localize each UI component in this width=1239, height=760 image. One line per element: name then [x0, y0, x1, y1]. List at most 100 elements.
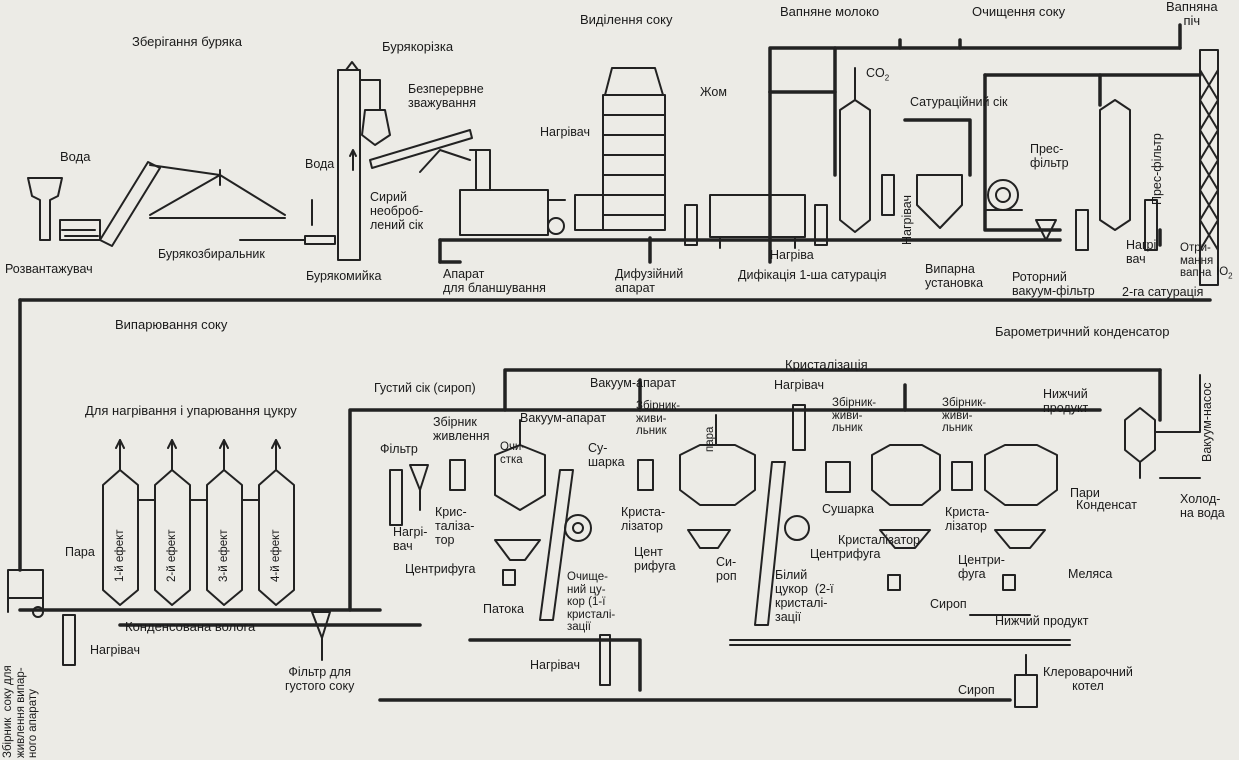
- label-heating-sugar: Для нагрівання і упарювання цукру: [85, 403, 297, 418]
- evaporators: [102, 439, 295, 606]
- label-pulp: Жом: [700, 85, 727, 99]
- label-lime-obtaining: Отри- мання вапна: [1180, 242, 1214, 279]
- label-crystallizer-2: Криста- лізатор: [621, 505, 666, 533]
- label-steam: Пара: [65, 545, 95, 559]
- collector-platform: [729, 614, 1071, 646]
- label-thick-juice-filter: Фільтр для густого соку: [285, 665, 355, 693]
- label-water-top: Вода: [60, 149, 91, 164]
- label-rotary-filter: Роторний вакуум-фільтр: [1012, 270, 1095, 298]
- diffusion-tower: [574, 67, 666, 231]
- dryer-1: [539, 469, 611, 686]
- label-heater-2: Нагрі вач: [1126, 238, 1157, 266]
- label-water-mid: Вода: [305, 157, 335, 171]
- label-lime-io2: IO2: [1216, 266, 1233, 281]
- barometric-condenser: [1124, 374, 1201, 479]
- label-collector-feeder-2: Збірник- живи- льник: [636, 400, 681, 437]
- label-crystallizer-left: Крис- таліза- тор: [435, 505, 475, 547]
- label-collector-feeder-3: Збірник- живи- льник: [832, 397, 877, 434]
- label-effect-4: 4-й ефект: [270, 529, 282, 582]
- vacuum-apparatus-1: [494, 419, 546, 586]
- defecation-tanks: [684, 194, 828, 249]
- thick-juice-filter: [311, 611, 331, 661]
- label-syrup-2: Си- роп: [716, 555, 737, 583]
- label-collector-feeder-4: Збірник- живи- льник: [942, 397, 987, 434]
- unloader: [27, 177, 101, 241]
- elevator: [337, 61, 381, 261]
- label-vacuum-pump: Вакуум-насос: [1200, 382, 1214, 462]
- label-cold-water: Холод- на вода: [1180, 492, 1225, 520]
- vacuum-apparatus-2: [637, 414, 756, 549]
- top-pipelines: [18, 23, 1212, 572]
- label-lower-product-2: Нижчий продукт: [995, 614, 1089, 628]
- label-juice-purification: Очищення соку: [972, 4, 1066, 19]
- label-feed-collector: Збірник живлення: [433, 415, 490, 443]
- label-molasses: Меляса: [1068, 567, 1113, 581]
- label-press-filter: Прес- фільтр: [1030, 142, 1069, 170]
- label-dryer-2: Сушарка: [822, 502, 874, 516]
- rotary-vacuum-filter: [984, 179, 1023, 211]
- label-condensate: Конденсат: [1076, 498, 1137, 512]
- label-saturation-juice: Сатураційний сік: [910, 95, 1008, 109]
- label-white-sugar: Білий цукор (2-ї кристалі- зації: [775, 568, 834, 624]
- label-heater-vertical: Нагрівач: [900, 195, 914, 245]
- label-vacuum-apparatus-right: Вакуум-апарат: [590, 376, 677, 390]
- label-centrifuge-left: Центрифуга: [405, 562, 476, 576]
- label-juice-extraction: Виділення соку: [580, 12, 673, 27]
- label-crystallization: Кристалізація: [785, 357, 868, 372]
- label-heater-def: Нагріва: [770, 248, 814, 262]
- bottom-pipelines: [18, 368, 1162, 702]
- label-vapours: Пари: [1070, 486, 1100, 500]
- label-continuous-weighing: Безперервне зважування: [408, 82, 484, 110]
- label-cleaning: Очи- стка: [500, 441, 526, 466]
- label-centrifuge-3: Центрифуга: [810, 547, 881, 561]
- beet-washer-line: [239, 199, 336, 245]
- label-defecation: Дифікація 1-ша сатурація: [738, 268, 887, 282]
- label-heater-top: Нагрівач: [540, 125, 590, 139]
- label-unloader: Розвантажувач: [5, 262, 93, 276]
- remelter-boiler: [1014, 654, 1038, 708]
- label-effect-1: 1-й ефект: [114, 529, 126, 582]
- label-press-filter-vertical: Прес-фільтр: [1150, 133, 1164, 205]
- label-heater-bottom-2: Нагрівач: [530, 658, 580, 672]
- dryer-2: [754, 404, 851, 626]
- label-centrifuge-4: Центри- фуга: [958, 553, 1005, 581]
- label-crystallizer-3: Кристалізатор: [838, 533, 920, 547]
- bottom-heater: [62, 614, 76, 666]
- label-beet-slicer: Бурякорізка: [382, 39, 454, 54]
- label-remelter: Клероварочний котел: [1043, 665, 1133, 693]
- label-scalding-apparatus: Апарат для бланшування: [443, 267, 546, 295]
- label-crystallizer-4: Криста- лізатор: [945, 505, 990, 533]
- juice-collector-tank: [7, 569, 44, 618]
- label-filter: Фільтр: [380, 442, 418, 456]
- slicer: [361, 109, 473, 173]
- label-barometric-condenser: Барометричний конденсатор: [995, 324, 1170, 339]
- label-thick-juice: Густий сік (сироп): [374, 381, 476, 395]
- label-vacuum-apparatus-left: Вакуум-апарат: [520, 411, 607, 425]
- label-juice-evaporation: Випарювання соку: [115, 317, 228, 332]
- vacuum-apparatus-4: [951, 444, 1058, 591]
- label-juice-collector: Збірник соку для живлення випар- ного ап…: [2, 665, 39, 758]
- label-molasses-patoka: Патока: [483, 602, 524, 616]
- label-heater-bottom: Нагрівач: [90, 643, 140, 657]
- label-steam-2: пара: [704, 426, 716, 452]
- settler: [916, 174, 963, 229]
- label-second-saturation: 2-га сатурація: [1122, 285, 1204, 299]
- label-beet-harvester: Бурякозбиральник: [158, 247, 265, 261]
- label-beet-washer: Бурякомийка: [306, 269, 382, 283]
- label-heater-left: Нагрі- вач: [393, 525, 428, 553]
- label-evaporation-unit: Випарна установка: [925, 262, 984, 290]
- label-refined-sugar: Очище- ний цу- кор (1-ї кристалі- зації: [567, 571, 616, 633]
- label-effect-3: 3-й ефект: [218, 529, 230, 582]
- first-saturation-column: [839, 67, 895, 233]
- label-lime-kiln: Вапняна піч: [1166, 0, 1218, 28]
- lime-kiln: [1199, 49, 1219, 286]
- label-co2: CO2: [866, 66, 890, 83]
- scalding-apparatus: [459, 149, 566, 236]
- label-syrup-bottom: Сироп: [958, 683, 995, 697]
- label-condensed-moisture: Конденсована волога: [125, 619, 256, 634]
- label-effect-2: 2-й ефект: [166, 529, 178, 582]
- label-lime-milk: Вапняне молоко: [780, 4, 880, 19]
- vacuum-apparatus-3: [871, 444, 941, 591]
